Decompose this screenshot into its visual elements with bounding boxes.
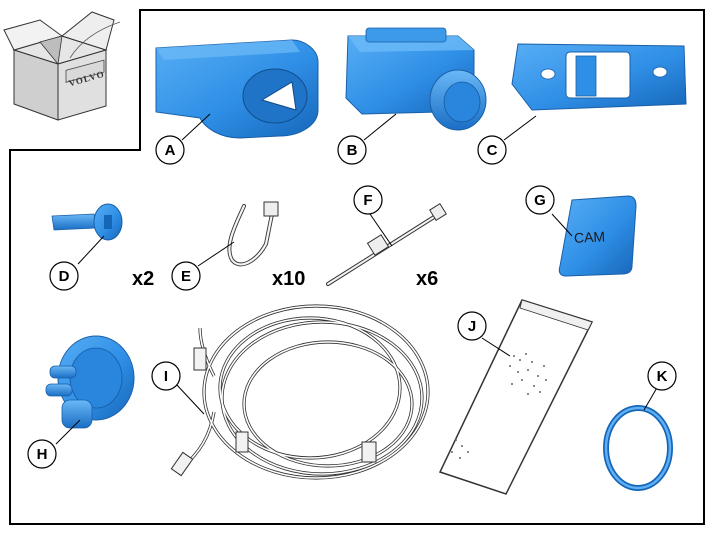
part-f-illustration xyxy=(326,203,447,286)
callout-leaders xyxy=(55,113,659,445)
callout-h-label: H xyxy=(37,446,48,463)
callout-k: K xyxy=(647,361,677,391)
part-i-illustration xyxy=(170,304,430,480)
part-d-quantity: x2 xyxy=(132,268,154,290)
part-k-illustration xyxy=(603,405,673,491)
callout-j-label: J xyxy=(468,318,476,335)
callout-f-label: F xyxy=(363,192,372,209)
callout-d-label: D xyxy=(59,268,70,285)
callout-e: E xyxy=(171,261,201,291)
part-e-quantity: x10 xyxy=(272,268,305,290)
part-a-illustration xyxy=(155,39,319,139)
callout-k-label: K xyxy=(657,368,668,385)
callout-b: B xyxy=(337,135,367,165)
callout-a-label: A xyxy=(165,142,176,159)
callout-i-label: I xyxy=(164,368,168,385)
callout-g-label: G xyxy=(534,192,546,209)
callout-i: I xyxy=(151,361,181,391)
callout-e-label: E xyxy=(181,268,191,285)
callout-h: H xyxy=(27,439,57,469)
part-e-illustration xyxy=(227,201,279,267)
callout-c-label: C xyxy=(487,142,498,159)
part-d-illustration xyxy=(51,203,123,241)
callout-f: F xyxy=(353,185,383,215)
callout-j: J xyxy=(457,311,487,341)
callout-d: D xyxy=(49,261,79,291)
callout-b-label: B xyxy=(347,142,358,159)
part-b-illustration xyxy=(345,27,487,131)
callout-a: A xyxy=(155,135,185,165)
callout-c: C xyxy=(477,135,507,165)
part-j-illustration xyxy=(438,299,594,495)
part-h-illustration xyxy=(45,335,135,429)
callout-g: G xyxy=(525,185,555,215)
part-g-text: CAM xyxy=(574,228,606,246)
part-g-illustration: CAM xyxy=(558,195,637,277)
part-f-quantity: x6 xyxy=(416,268,438,290)
part-c-illustration xyxy=(511,43,687,111)
kit-box-illustration: VOLVO xyxy=(3,11,121,121)
